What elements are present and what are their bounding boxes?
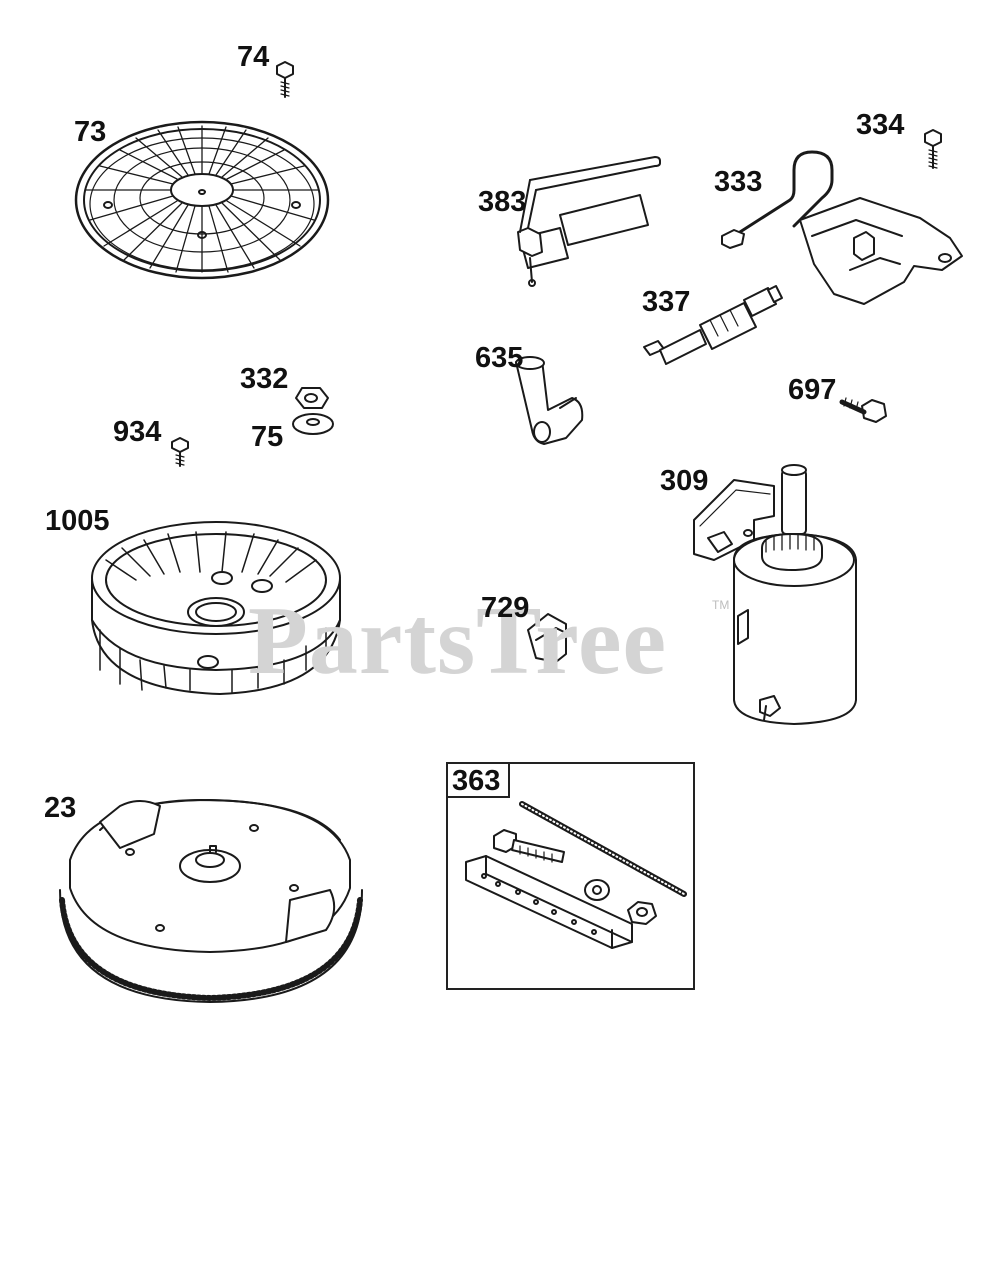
part-label-309[interactable]: 309 <box>660 465 709 497</box>
part-label-23[interactable]: 23 <box>44 792 77 824</box>
part-363-kit-illustration[interactable] <box>465 801 687 949</box>
part-label-635[interactable]: 635 <box>475 342 524 374</box>
part-74-screw-illustration[interactable] <box>276 61 294 98</box>
part-75-washer-illustration[interactable] <box>292 413 334 435</box>
part-337-spark-plug-illustration[interactable] <box>643 285 783 365</box>
part-label-73[interactable]: 73 <box>74 116 107 148</box>
part-label-332[interactable]: 332 <box>240 363 289 395</box>
part-332-nut-illustration[interactable] <box>295 387 329 409</box>
part-label-729[interactable]: 729 <box>481 592 530 624</box>
part-729-clip-illustration[interactable] <box>527 613 567 663</box>
part-333-ignition-coil-illustration[interactable] <box>721 150 963 305</box>
part-label-363[interactable]: 363 <box>452 765 501 797</box>
part-697-screw-illustration[interactable] <box>839 397 887 423</box>
part-label-337[interactable]: 337 <box>642 286 691 318</box>
part-label-74[interactable]: 74 <box>237 41 270 73</box>
part-635-boot-illustration[interactable] <box>515 356 584 445</box>
kit-363-label-frame <box>446 762 510 798</box>
kit-363-frame <box>446 762 695 990</box>
watermark-trademark: TM <box>712 598 730 612</box>
part-1005-flywheel-fan-illustration[interactable] <box>91 521 341 695</box>
part-label-75[interactable]: 75 <box>251 421 284 453</box>
part-label-383[interactable]: 383 <box>478 186 527 218</box>
part-73-fan-screen-illustration[interactable] <box>74 120 330 280</box>
part-23-flywheel-illustration[interactable] <box>59 799 363 1003</box>
part-334-screw-illustration[interactable] <box>924 129 942 169</box>
part-label-934[interactable]: 934 <box>113 416 162 448</box>
part-label-1005[interactable]: 1005 <box>45 505 110 537</box>
part-label-333[interactable]: 333 <box>714 166 763 198</box>
watermark-text: PartsTree <box>248 587 667 695</box>
part-label-697[interactable]: 697 <box>788 374 837 406</box>
part-383-tool-illustration[interactable] <box>517 156 661 287</box>
part-label-334[interactable]: 334 <box>856 109 905 141</box>
part-309-starter-motor-illustration[interactable] <box>693 464 857 725</box>
part-934-screw-illustration[interactable] <box>171 437 189 467</box>
